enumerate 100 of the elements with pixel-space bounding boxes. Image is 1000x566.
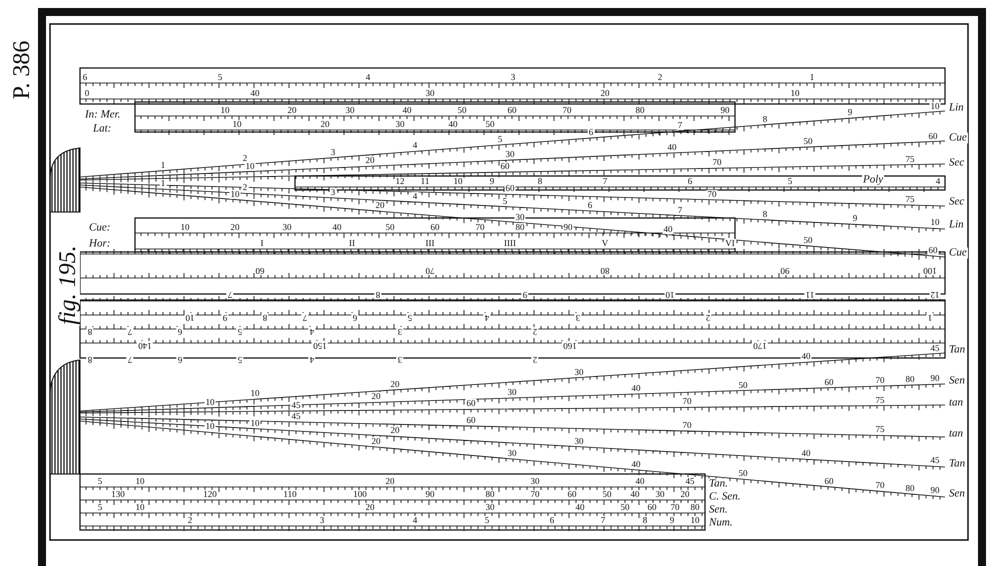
scale-number: 160 [562,341,578,350]
scale-number: 75 [904,195,916,204]
scale-number: 30 [514,212,526,222]
scale-number: 110 [282,490,298,499]
scale-number: 10 [134,477,146,486]
scale-name: Sen [948,376,966,386]
scale-number: 5 [236,355,244,364]
scale-number: 70 [712,158,722,168]
scale-name: Tan [948,344,966,356]
scale-number: 2 [704,313,712,322]
scale-number: 30 [654,490,666,499]
scale-number: 3 [330,188,336,197]
scale-number: 10 [690,516,700,525]
scale-number: 20 [384,477,396,486]
scale-number: 10 [232,120,242,129]
scale-number: 80 [484,490,496,499]
scale-number: 45 [930,456,940,466]
scale-number: 60 [466,416,476,426]
scale-number: 20 [230,223,240,232]
scale-name: Poly [862,174,884,186]
scale-number: 8 [374,290,382,299]
scale-number: 8 [762,210,768,219]
scale-number: 30 [504,150,516,160]
scale-number: 60 [824,476,834,486]
scale-number: 20 [374,201,386,210]
scale-number: 7 [676,206,684,215]
scale-number: 2 [532,355,538,364]
scale-number: 70 [474,223,486,232]
scale-number: 45 [290,401,302,410]
scale-name: tan [948,398,964,408]
scale-number: 20 [320,120,330,129]
scale-number: 50 [384,223,396,232]
scale-number: 2 [656,73,664,82]
scale-number: 70 [874,376,886,386]
scale-number: 70 [424,266,436,275]
scale-name: Sen. [708,504,729,516]
scale-number: 3 [318,516,326,525]
scale-number: 40 [662,224,674,234]
scale-number: 9 [488,177,496,186]
scale-number: 8 [536,177,544,186]
scale-name: Cue [948,132,968,144]
scale-number: 75 [874,396,886,405]
scale-number: I [260,239,264,248]
scale-number: 5 [236,327,244,336]
scale-number: 6 [548,516,556,525]
scale-number: 45 [684,477,696,486]
scale-number: 1 [926,313,934,322]
scale-number: 8 [86,355,94,364]
scale-number: 10 [790,89,800,98]
scale-number: 10 [930,218,940,228]
scale-number: 80 [514,223,526,232]
scale-number: 10 [664,290,676,299]
scale-number: 10 [250,389,260,398]
scale-name: Num. [708,518,734,528]
scale-number: 10 [930,102,940,111]
scale-number: 20 [364,156,376,166]
scale-number: 2 [532,327,538,336]
scale-number: 3 [396,327,404,336]
scale-number: 75 [874,425,886,434]
scale-number: 60 [506,106,518,115]
scale-number: 20 [680,490,690,499]
scale-number: 80 [904,484,916,493]
scale-number: 7 [126,327,134,336]
scale-number: 40 [250,89,260,98]
scale-number: 5 [484,516,490,525]
scale-number: 10 [244,162,256,171]
scale-number: 7 [226,290,234,299]
scale-number: 4 [308,327,316,336]
scale-number: 6 [82,73,88,82]
scale-number: 5 [96,477,104,486]
scale-name: C. Sen. [708,492,742,502]
scale-number: 120 [202,490,218,499]
scale-number: 6 [586,200,594,210]
scale-number: 50 [802,236,814,245]
scale-number: 7 [302,313,308,322]
scale-number: 10 [134,503,146,512]
scale-number: 10 [184,313,196,322]
scale-number: 70 [562,106,572,115]
scale-number: 12 [394,177,406,186]
scale-number: 60 [928,132,938,141]
scale-number: 60 [500,162,510,172]
scale-number: 7 [126,355,134,364]
scale-number: 6 [588,128,594,137]
scale-number: 60 [646,503,658,512]
scale-number: 10 [220,106,230,115]
scale-number: 30 [394,120,406,129]
scale-number: 40 [630,384,642,393]
scale-number: 90 [780,266,790,275]
scale-number: 50 [802,137,814,146]
scale-number: 2 [186,516,194,525]
scale-number: 40 [448,120,458,129]
scale-number: 40 [630,490,640,499]
scale-number: 5 [96,503,104,512]
scale-number: 70 [670,503,680,512]
scale-number: IIII [503,239,517,248]
scale-number: 8 [642,516,648,525]
scale-number: 60 [504,184,516,194]
scale-number: 10 [230,190,240,199]
scale-number: 30 [574,436,584,446]
scale-number: 10 [180,223,190,232]
